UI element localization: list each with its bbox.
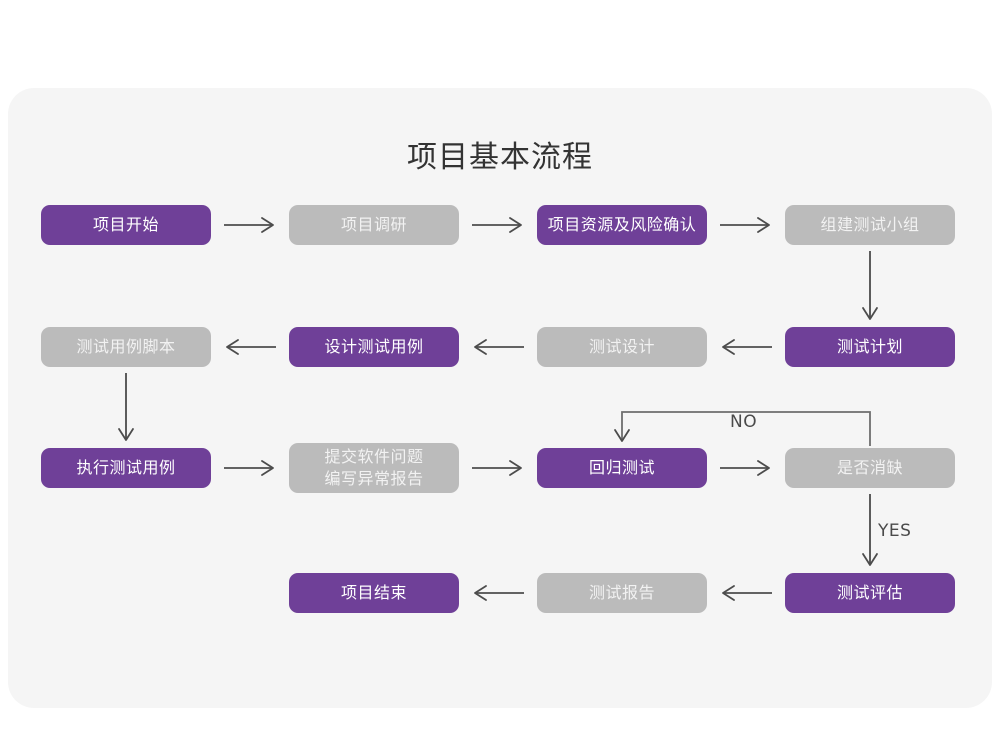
node-test-plan[interactable]: 测试计划 bbox=[785, 327, 955, 367]
node-execute-test-case[interactable]: 执行测试用例 bbox=[41, 448, 211, 488]
node-test-case-script[interactable]: 测试用例脚本 bbox=[41, 327, 211, 367]
edge-label-yes: YES bbox=[878, 521, 912, 541]
node-project-end[interactable]: 项目结束 bbox=[289, 573, 459, 613]
node-test-report[interactable]: 测试报告 bbox=[537, 573, 707, 613]
node-design-test-case[interactable]: 设计测试用例 bbox=[289, 327, 459, 367]
page-title: 项目基本流程 bbox=[407, 140, 593, 175]
node-defect-cleared-decision[interactable]: 是否消缺 bbox=[785, 448, 955, 488]
node-project-research[interactable]: 项目调研 bbox=[289, 205, 459, 245]
node-submit-issue-report[interactable]: 提交软件问题 编写异常报告 bbox=[289, 443, 459, 493]
node-project-start[interactable]: 项目开始 bbox=[41, 205, 211, 245]
node-test-evaluation[interactable]: 测试评估 bbox=[785, 573, 955, 613]
node-regression-test[interactable]: 回归测试 bbox=[537, 448, 707, 488]
node-resource-risk-confirm[interactable]: 项目资源及风险确认 bbox=[537, 205, 707, 245]
node-test-design[interactable]: 测试设计 bbox=[537, 327, 707, 367]
edge-label-no: NO bbox=[730, 412, 758, 432]
diagram-card bbox=[8, 88, 992, 708]
node-build-test-team[interactable]: 组建测试小组 bbox=[785, 205, 955, 245]
